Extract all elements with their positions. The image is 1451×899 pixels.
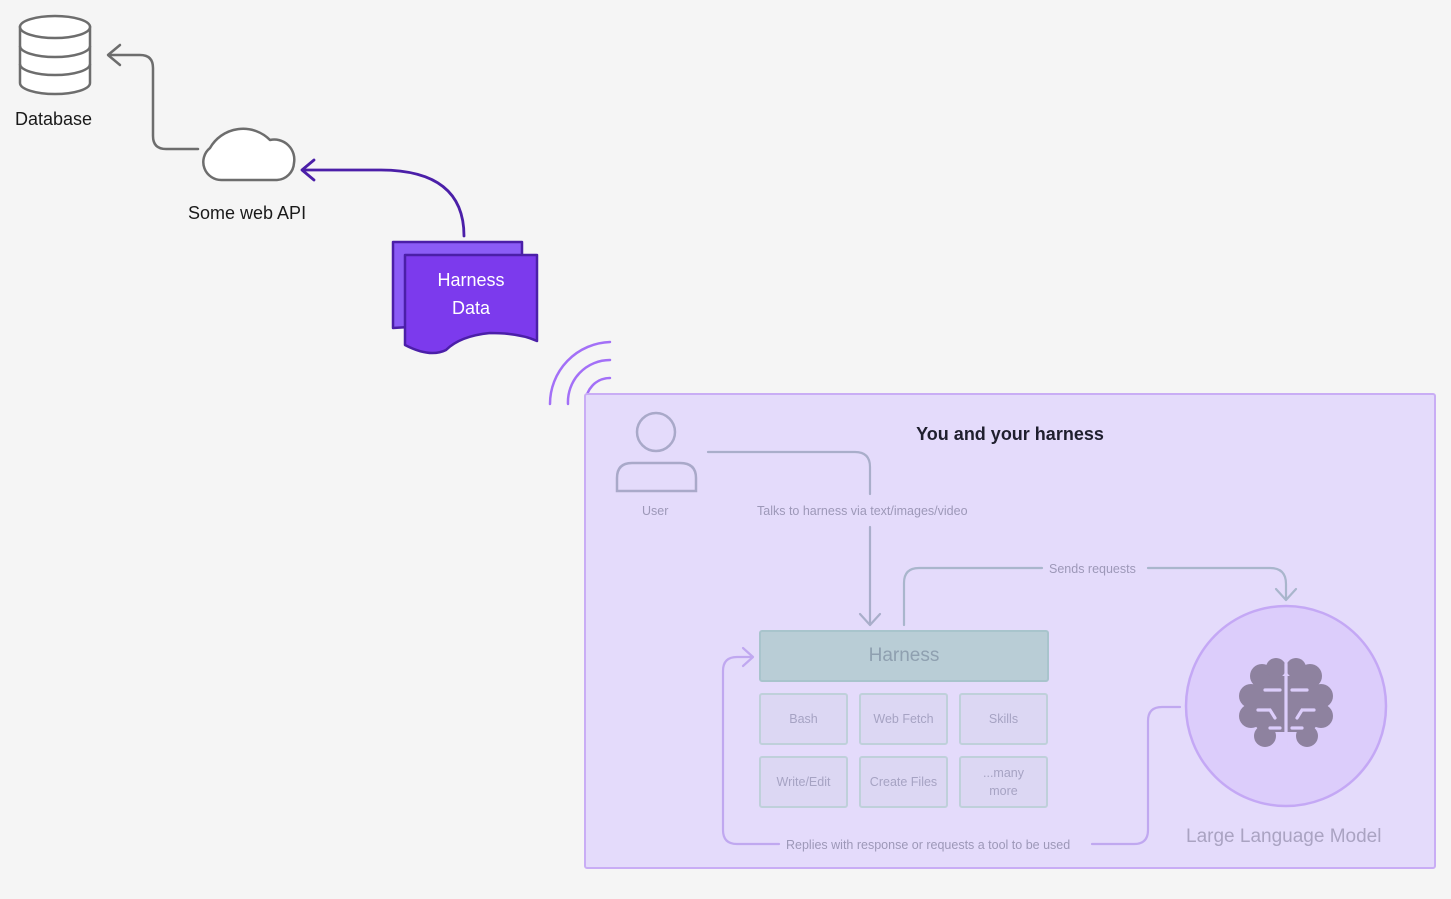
user-label: User [642,504,669,518]
tool-skills: Skills [959,693,1048,745]
cloud-icon [202,127,296,182]
brain-icon [1239,658,1333,750]
tool-many-more: ...many more [959,756,1048,808]
harness-data-to-api-arrow [300,158,466,238]
database-icon [18,14,92,96]
database-label: Database [15,109,93,129]
tool-bash: Bash [759,693,848,745]
user-to-harness-arrow [706,450,882,627]
tool-many-more-line2: more [989,784,1018,798]
replies-label: Replies with response or requests a tool… [786,838,1071,852]
api-to-database-arrow [106,43,200,151]
replies-arrow [721,646,1182,846]
tool-write-edit: Write/Edit [759,756,848,808]
harness-data-icon [391,240,539,355]
web-api-label: Some web API [188,203,307,223]
user-icon [615,411,698,493]
harness-data-line1: Harness [437,270,505,290]
sends-requests-label: Sends requests [1049,562,1136,576]
harness-box-title: You and your harness [916,424,1104,444]
talks-to-harness-label: Talks to harness via text/images/video [757,504,968,518]
tool-web-fetch: Web Fetch [859,693,948,745]
tool-create-files: Create Files [859,756,948,808]
harness-data-label: Harness Data [405,266,537,322]
sends-requests-arrow [902,566,1298,627]
tool-many-more-line1: ...many [983,766,1024,780]
harness-bar: Harness [759,630,1049,682]
llm-label: Large Language Model [1186,826,1382,847]
harness-data-line2: Data [451,298,491,318]
